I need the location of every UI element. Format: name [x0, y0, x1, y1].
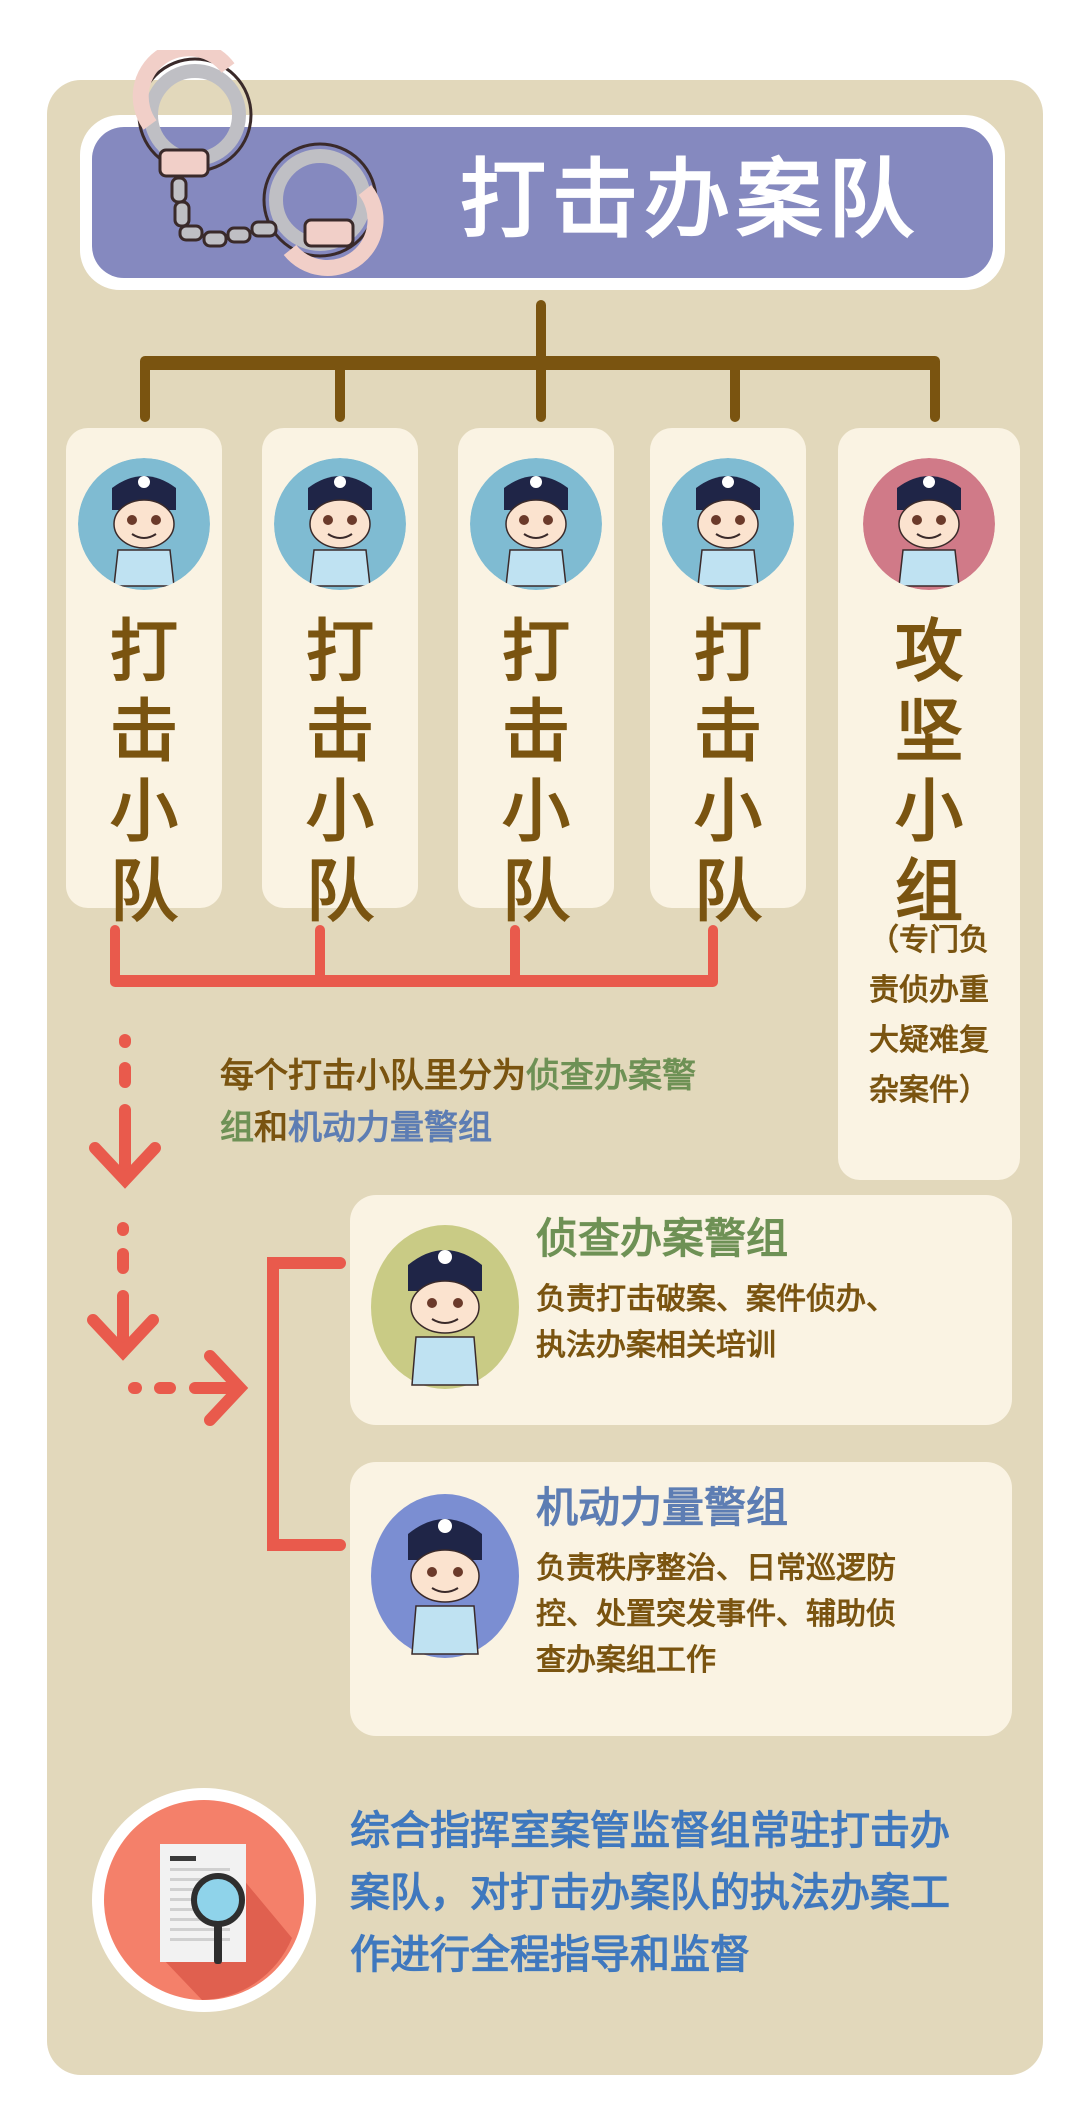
unit-note: （专门负 责侦办重 大疑难复 杂案件）	[869, 923, 989, 1108]
dashed-arrows-icon	[87, 1034, 249, 1426]
title-banner	[92, 127, 993, 278]
handcuffs-icon	[132, 50, 384, 276]
red-bracket-drop-3	[510, 925, 520, 985]
connector-drop-3	[536, 360, 546, 422]
police-officer-avatar-olive-icon	[371, 1225, 519, 1389]
connector-drop-2	[335, 360, 345, 422]
connector-drop-1	[140, 360, 150, 422]
red-bracket-drop-4	[708, 925, 718, 985]
unit-card-4: 打 击 小 队	[650, 428, 806, 932]
connector-drop-4	[730, 360, 740, 422]
unit-label: 打 击 小 队	[693, 613, 762, 932]
red-bracket-drop-1	[110, 925, 120, 985]
unit-label: 打 击 小 队	[305, 613, 374, 932]
unit-label: 攻 坚 小 组	[894, 613, 963, 932]
police-officer-avatar-blue-icon	[662, 458, 794, 590]
red-bracket-bar	[110, 975, 718, 987]
police-officer-avatar-blue-icon	[274, 458, 406, 590]
group-card-mobile-force: 机动力量警组 负责秩序整治、日常巡逻防 控、处置突发事件、辅助侦 查办案组工作	[350, 1462, 1012, 1736]
group-title: 侦查办案警组	[536, 1214, 789, 1263]
group-card-investigation: 侦查办案警组 负责打击破案、案件侦办、 执法办案相关培训	[350, 1195, 1012, 1425]
police-officer-avatar-blue-icon	[470, 458, 602, 590]
police-officer-avatar-periwinkle-icon	[371, 1494, 519, 1658]
group-description: 负责秩序整治、日常巡逻防 控、处置突发事件、辅助侦 查办案组工作	[536, 1551, 896, 1678]
unit-card-3: 打 击 小 队	[458, 428, 614, 932]
group-bracket	[267, 1257, 346, 1551]
police-officer-avatar-blue-icon	[78, 458, 210, 590]
unit-label: 打 击 小 队	[109, 613, 178, 932]
unit-label: 打 击 小 队	[501, 613, 570, 932]
unit-card-2: 打 击 小 队	[262, 428, 418, 932]
connector-drop-5	[930, 360, 940, 422]
split-note: 每个打击小队里分为侦查办案警 组和机动力量警组	[220, 1056, 696, 1148]
police-officer-avatar-pink-icon	[863, 458, 995, 590]
red-bracket-drop-2	[315, 925, 325, 985]
footer-text: 综合指挥室案管监督组常驻打击办 案队，对打击办案队的执法办案工 作进行全程指导和…	[350, 1808, 950, 1978]
group-title: 机动力量警组	[536, 1483, 789, 1532]
page-title: 打击办案队	[460, 150, 920, 250]
unit-card-5: 攻 坚 小 组 （专门负 责侦办重 大疑难复 杂案件）	[838, 428, 1020, 1180]
document-magnifier-icon	[92, 1788, 316, 2012]
group-description: 负责打击破案、案件侦办、 执法办案相关培训	[536, 1282, 896, 1363]
unit-card-1: 打 击 小 队	[66, 428, 222, 932]
